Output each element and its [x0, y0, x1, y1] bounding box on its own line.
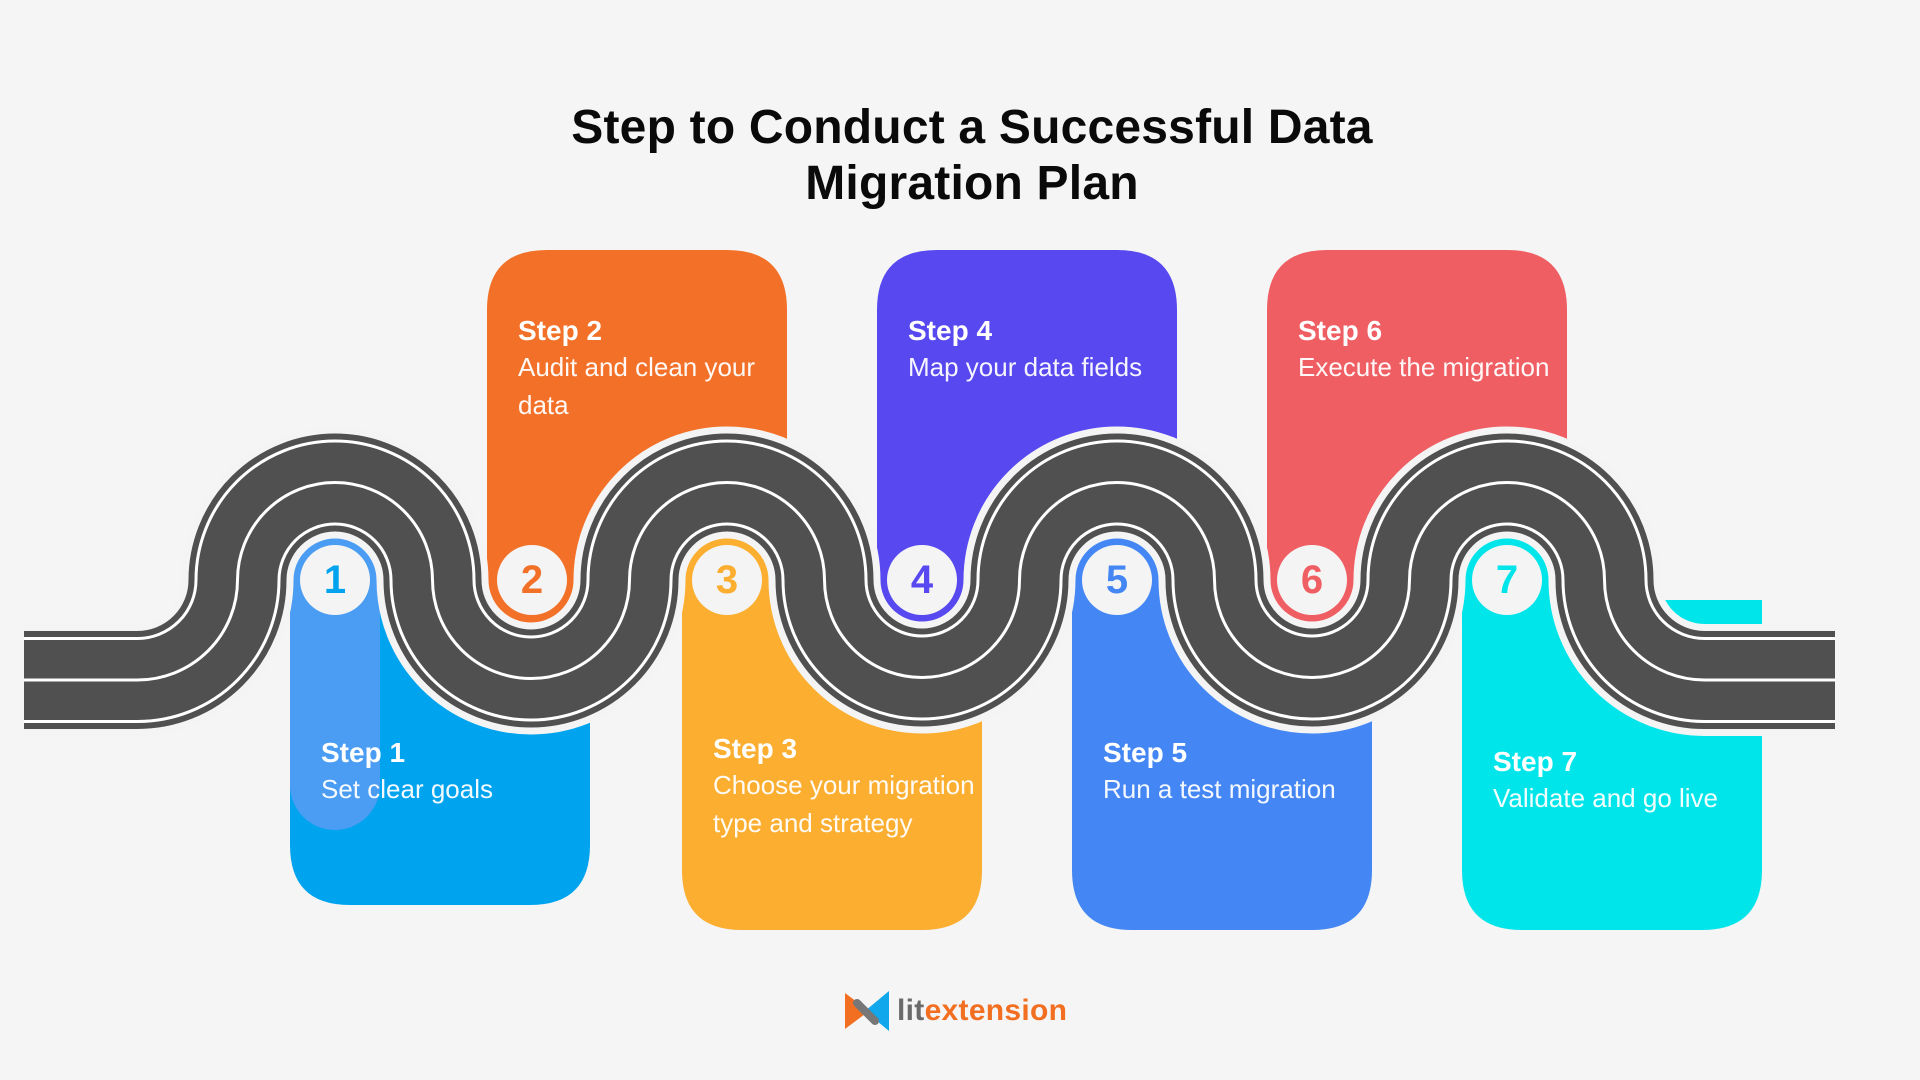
- step-title: Step 5: [1103, 737, 1188, 768]
- step-number-badge: 7: [1472, 545, 1542, 615]
- title-line-2: Migration Plan: [805, 157, 1139, 210]
- step-number-badge: 3: [692, 545, 762, 615]
- step-label-2: Step 2 Audit and clean your data: [518, 314, 788, 424]
- step-description: Set clear goals: [321, 774, 493, 804]
- step-label-6: Step 6 Execute the migration: [1298, 314, 1568, 386]
- step-title: Step 7: [1493, 746, 1578, 777]
- title-line-1: Step to Conduct a Successful Data: [571, 101, 1373, 154]
- step-number-badge: 1: [300, 545, 370, 615]
- litextension-logo-icon: [845, 991, 889, 1031]
- logo-text-extension: extension: [924, 994, 1068, 1027]
- page-title: Step to Conduct a Successful Data Migrat…: [0, 100, 1920, 212]
- logo-text-lit: lit: [897, 994, 925, 1027]
- step-number-badge: 6: [1277, 545, 1347, 615]
- step-label-3: Step 3 Choose your migration type and str…: [713, 732, 983, 842]
- step-label-7: Step 7 Validate and go live: [1493, 745, 1763, 817]
- step-description: Run a test migration: [1103, 774, 1336, 804]
- step-card-accent-stripe: [290, 535, 380, 830]
- step-label-5: Step 5 Run a test migration: [1103, 736, 1373, 808]
- step-label-1: Step 1 Set clear goals: [321, 736, 591, 808]
- step-title: Step 2: [518, 315, 603, 346]
- step-title: Step 6: [1298, 315, 1383, 346]
- litextension-logo: litextension: [843, 986, 1067, 1036]
- step-label-4: Step 4 Map your data fields: [908, 314, 1178, 386]
- step-description: Execute the migration: [1298, 352, 1550, 382]
- step-description: Audit and clean your data: [518, 352, 756, 420]
- step-number-badge: 5: [1082, 545, 1152, 615]
- step-number-badge: 4: [887, 545, 957, 615]
- step-title: Step 4: [908, 315, 993, 346]
- step-title: Step 1: [321, 737, 406, 768]
- step-description: Map your data fields: [908, 352, 1143, 382]
- winding-road: [24, 426, 1835, 736]
- logo-wordmark: litextension: [897, 994, 1067, 1028]
- step-description: Choose your migration type and strategy: [713, 770, 975, 838]
- road-center-line: [24, 481, 1835, 682]
- step-title: Step 3: [713, 733, 798, 764]
- step-number-badge: 2: [497, 545, 567, 615]
- step-description: Validate and go live: [1493, 783, 1719, 813]
